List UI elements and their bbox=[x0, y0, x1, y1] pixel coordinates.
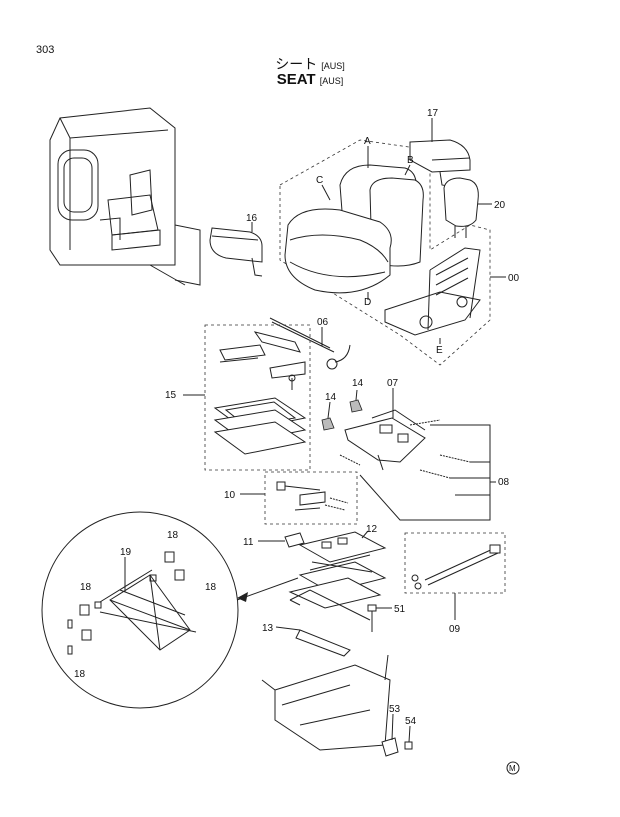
label-12: 12 bbox=[366, 524, 378, 535]
knob-left bbox=[321, 417, 335, 431]
footer-mark-text: M bbox=[509, 764, 516, 773]
title-en-tag: [AUS] bbox=[319, 76, 344, 86]
label-51: 51 bbox=[394, 604, 406, 615]
label-14-right: 14 bbox=[352, 378, 364, 389]
label-06: 06 bbox=[317, 317, 329, 328]
title-english: SEAT [AUS] bbox=[0, 71, 620, 88]
armrest-right bbox=[409, 139, 471, 187]
bolt-51 bbox=[367, 604, 377, 632]
slide-rails bbox=[219, 331, 306, 390]
knob-right bbox=[349, 399, 363, 413]
label-e: E bbox=[436, 345, 443, 356]
label-15: 15 bbox=[165, 390, 177, 401]
label-18-right: 18 bbox=[205, 582, 217, 593]
label-09: 09 bbox=[449, 624, 461, 635]
part-labels: 17 A B C 20 16 00 D E 06 15 14 14 07 08 … bbox=[74, 108, 520, 727]
label-10: 10 bbox=[224, 490, 236, 501]
seat-body bbox=[284, 164, 424, 294]
label-16: 16 bbox=[246, 213, 258, 224]
label-18-bottom: 18 bbox=[74, 669, 86, 680]
label-13: 13 bbox=[262, 623, 274, 634]
suspension-bracket bbox=[344, 409, 426, 471]
springs bbox=[339, 419, 496, 521]
label-a: A bbox=[364, 136, 371, 147]
title-en-text: SEAT bbox=[276, 71, 316, 88]
title-japanese: シート [AUS] bbox=[0, 54, 620, 74]
label-00: 00 bbox=[508, 273, 520, 284]
bolt-54 bbox=[404, 741, 413, 750]
armrest-left bbox=[209, 227, 263, 277]
label-b: B bbox=[407, 155, 414, 166]
page-number: 303 bbox=[36, 44, 55, 56]
label-07: 07 bbox=[387, 378, 399, 389]
group-15-boundary bbox=[204, 324, 311, 471]
adjuster-parts bbox=[276, 481, 349, 511]
label-54: 54 bbox=[405, 716, 417, 727]
leader-lines bbox=[124, 118, 506, 743]
label-53: 53 bbox=[389, 704, 401, 715]
label-17: 17 bbox=[427, 108, 439, 119]
base-frame bbox=[261, 654, 391, 751]
label-14-left: 14 bbox=[325, 392, 337, 403]
label-20: 20 bbox=[494, 200, 506, 211]
label-c: C bbox=[316, 175, 323, 186]
label-19: 19 bbox=[120, 547, 132, 558]
suspension-unit bbox=[288, 531, 387, 609]
detail-scissor-mechanism bbox=[67, 551, 197, 655]
label-18-top: 18 bbox=[167, 530, 179, 541]
lever-rod bbox=[289, 589, 371, 657]
bracket-53 bbox=[381, 737, 399, 757]
pin-set bbox=[411, 544, 501, 590]
label-08: 08 bbox=[498, 477, 510, 488]
footer-mark: M bbox=[506, 761, 520, 775]
small-bracket bbox=[284, 532, 305, 548]
title-jp-text: シート bbox=[275, 56, 318, 72]
label-18-left: 18 bbox=[80, 582, 92, 593]
detail-leader bbox=[236, 577, 299, 601]
title-jp-tag: [AUS] bbox=[321, 61, 345, 71]
cable-assembly bbox=[269, 317, 351, 370]
label-d: D bbox=[364, 297, 371, 308]
cab-overview-illustration bbox=[49, 107, 201, 286]
headrest bbox=[443, 177, 479, 238]
label-11: 11 bbox=[243, 537, 254, 548]
detail-view-circle bbox=[41, 511, 239, 709]
seat-cushion-tray bbox=[213, 397, 307, 455]
group-10-boundary bbox=[264, 471, 358, 525]
seat-frame bbox=[384, 247, 481, 336]
